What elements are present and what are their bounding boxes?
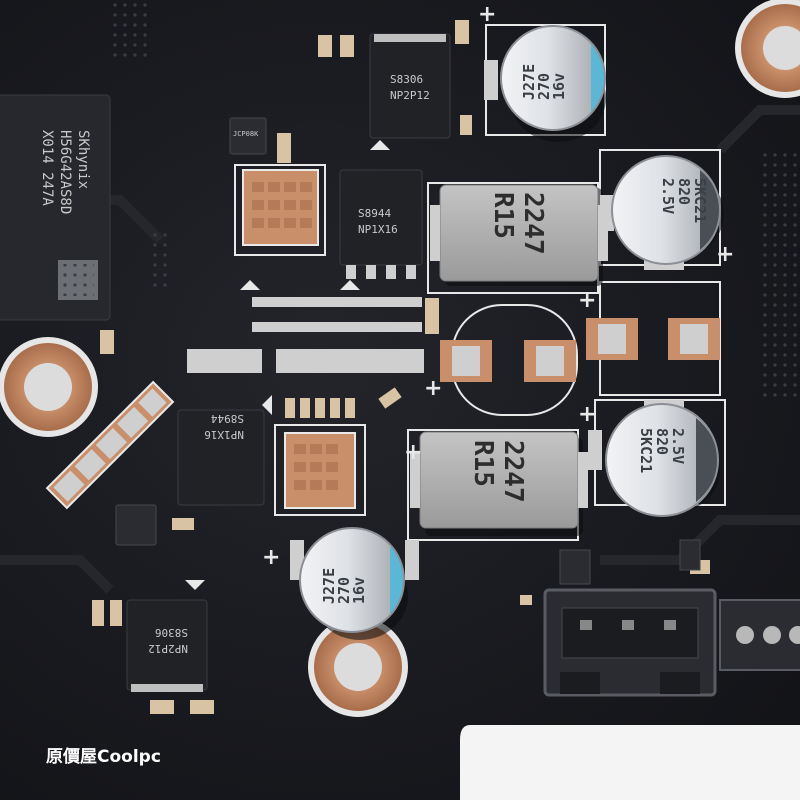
mounting-hole [735, 0, 800, 98]
capacitor [299, 527, 405, 633]
memory-chip [0, 94, 111, 321]
memory-date: X014 247A [39, 130, 55, 206]
polarity-mark: + [424, 376, 443, 401]
mosfet-label-mid: S8944 NP1X16 [358, 206, 398, 238]
cooler-shroud [460, 725, 800, 800]
capacitor-label-right2: 2.5V 820 5KC21 [637, 428, 687, 474]
inductor-code: 2247 [498, 440, 528, 503]
polarity-mark: + [478, 2, 497, 27]
mosfet-code: NP2P12 [390, 89, 430, 102]
inductor-value: R15 [488, 192, 518, 239]
capacitor-voltage: 2.5V [659, 178, 677, 215]
capacitor-value: 820 [653, 428, 671, 456]
capacitor [605, 403, 719, 517]
capacitor-label-right1: 5KC21 820 2.5V [659, 178, 709, 224]
mosfet-label-top: S8306 NP2P12 [390, 72, 430, 104]
tinned-pad-row [187, 297, 424, 373]
mosfet [229, 117, 267, 155]
inductor-code: 2247 [518, 192, 548, 255]
small-ic [115, 504, 701, 585]
capacitor-voltage: 16v [550, 72, 568, 100]
mosfet-label-bottom: NP2P12 S8306 [148, 624, 188, 656]
mosfet-code: NP1X16 [204, 428, 244, 441]
polarity-mark: + [578, 288, 597, 313]
mosfet [126, 599, 208, 692]
capacitor-voltage: 2.5V [669, 428, 687, 465]
mosfet [369, 33, 451, 139]
inductor-label-upper: 2247 R15 [488, 192, 548, 255]
fan-connector [543, 588, 717, 697]
mosfet-label-small: JCP08K [233, 130, 258, 138]
inductor [410, 431, 588, 529]
mosfet [339, 169, 423, 279]
polarity-mark: + [716, 242, 735, 267]
capacitor [611, 155, 721, 265]
capacitor-label-bottom: J27E 270 16v [320, 568, 368, 604]
mosfet-code: NP1X16 [358, 223, 398, 236]
memory-brand: SKhynix [75, 130, 91, 190]
mosfet-code: S8944 [358, 207, 392, 220]
silkscreen-triangles [185, 140, 390, 590]
via-field [150, 230, 170, 290]
mounting-hole [0, 337, 98, 437]
mosfet-code: S8306 [154, 626, 188, 639]
pad-grid [252, 182, 338, 490]
smd-passives [92, 20, 710, 714]
header-pins [719, 599, 800, 671]
empty-cap-footprint [440, 318, 720, 382]
capacitor [500, 25, 606, 131]
capacitor-code: 5KC21 [691, 178, 709, 224]
inductor [430, 184, 608, 282]
capacitor-voltage: 16v [350, 576, 368, 604]
mosfet-label-left: NP1X16 S8944 [204, 410, 244, 442]
mosfet-code: S8944 [210, 412, 244, 425]
capacitor-value: 820 [675, 178, 693, 206]
capacitor-code: 5KC21 [637, 428, 655, 474]
polarity-mark: + [404, 440, 423, 465]
memory-part: H56G42AS8D [57, 130, 73, 215]
mounting-hole [308, 617, 408, 717]
watermark: 原價屋Coolpc [46, 747, 161, 767]
tinned-pad-strip [45, 380, 175, 510]
inductor-value: R15 [468, 440, 498, 487]
polarity-mark: + [578, 402, 597, 427]
mosfet-code: S8306 [390, 73, 424, 86]
inductor-label-lower: 2247 R15 [468, 440, 528, 503]
polarity-mark: + [262, 545, 281, 570]
mosfet-code: NP2P12 [148, 642, 188, 655]
mosfet-code: JCP08K [233, 130, 259, 138]
capacitor-label-top: J27E 270 16v [520, 64, 568, 100]
via-field [110, 0, 150, 60]
via-field [760, 150, 800, 400]
mosfet [177, 409, 265, 506]
memory-chip-label: SKhynix H56G42AS8D X014 247A [38, 130, 92, 214]
